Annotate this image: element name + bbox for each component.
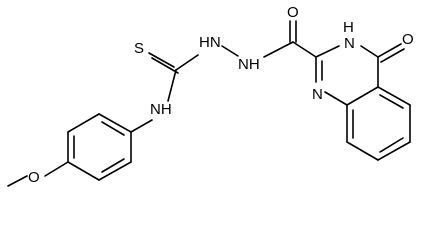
atom-h-ring: H xyxy=(343,19,354,36)
bond-n-n xyxy=(221,45,239,57)
bond-carbonyl-c2 xyxy=(292,41,317,58)
bond-c-s-1 xyxy=(148,52,175,68)
structure-canvas: O NH S HN NH O N N H O xyxy=(7,4,414,187)
bond-c-s-2 xyxy=(151,57,179,74)
bond-nh-c xyxy=(167,69,177,102)
bond-o-benzene xyxy=(44,161,69,177)
atom-nh: NH xyxy=(238,56,260,73)
molecule-structure: O NH S HN NH O N N H O xyxy=(7,4,414,187)
bond-c-hn xyxy=(175,54,199,71)
bond-ring-c-o-2 xyxy=(380,48,405,63)
bond-benzene-nh xyxy=(130,119,153,133)
atom-nh-aniline: NH xyxy=(150,101,172,118)
bond-ring-c-o-1 xyxy=(377,43,402,58)
pyrimidinone-ring xyxy=(315,45,379,106)
atom-o-ring: O xyxy=(402,31,414,48)
atom-o-carbonyl: O xyxy=(287,4,299,21)
bond-nh-carbonyl xyxy=(263,41,294,58)
bond-methyl-o xyxy=(7,175,28,187)
atom-n-ring-upper: N xyxy=(344,35,355,52)
atom-s: S xyxy=(134,40,144,57)
atom-n-ring-lower: N xyxy=(312,86,323,103)
methoxyphenyl-ring xyxy=(67,113,132,181)
atom-o-methoxy: O xyxy=(28,169,40,186)
fused-benzene-ring xyxy=(346,86,411,161)
atom-hn: HN xyxy=(199,34,221,51)
